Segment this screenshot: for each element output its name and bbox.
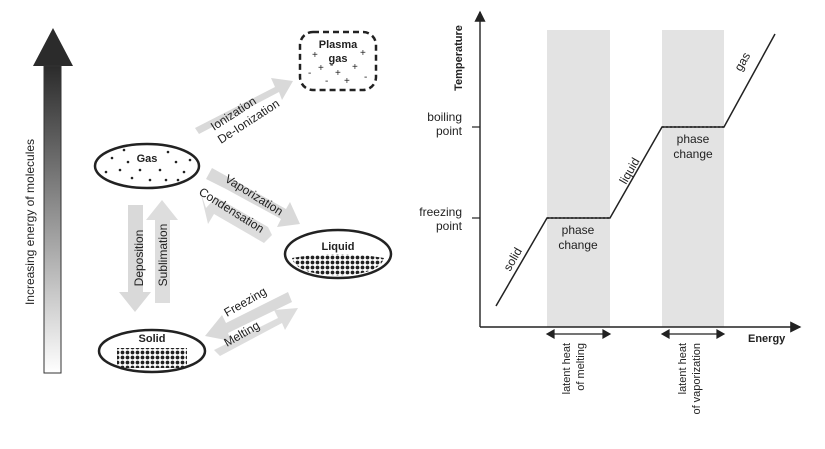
liquid-segment-label: liquid [616, 155, 642, 186]
latent-heat-melting-2: of melting [575, 343, 587, 391]
x-axis-title: Energy [748, 333, 786, 345]
shaded-band-melting [547, 30, 610, 327]
freezing-point-label-1: freezing [419, 205, 462, 219]
heating-curve-chart: Temperature Energy freezing point boilin… [419, 10, 802, 415]
ionization-arrows [195, 78, 293, 134]
y-axis-title: Temperature [453, 25, 465, 91]
plasma-state: Plasma gas + + + + + + - - - - [298, 30, 378, 92]
shaded-band-vaporization [662, 30, 724, 327]
plasma-label: Plasma [319, 39, 358, 51]
svg-text:+: + [344, 76, 350, 87]
gas-state: Gas [93, 142, 201, 190]
latent-heat-melting-1: latent heat [561, 343, 573, 394]
svg-text:-: - [308, 68, 311, 79]
svg-text:+: + [335, 68, 341, 79]
latent-heat-vaporization-1: latent heat [677, 343, 689, 394]
energy-axis-label: Increasing energy of molecules [23, 139, 37, 305]
latent-heat-vaporization-2: of vaporization [691, 343, 703, 415]
svg-text:+: + [318, 63, 324, 74]
svg-text:+: + [312, 50, 318, 61]
melting-bracket [545, 328, 612, 340]
svg-text:-: - [330, 60, 333, 71]
deposition-arrows [119, 200, 178, 312]
energy-gradient-arrow [33, 28, 73, 374]
vaporization-bracket [660, 328, 726, 340]
svg-text:+: + [360, 48, 366, 59]
freezing-point-label-2: point [436, 219, 463, 233]
vaporization-arrows [200, 168, 300, 243]
sublimation-label: Sublimation [156, 224, 170, 287]
boiling-point-label-2: point [436, 124, 463, 138]
states-of-matter-diagram: Increasing energy of molecules Plasma ga… [23, 28, 393, 374]
solid-state: Solid [97, 328, 207, 374]
gas-label: Gas [137, 153, 158, 165]
plasma-gas-label: gas [329, 53, 348, 65]
liquid-state: Liquid [283, 228, 393, 280]
boiling-point-label-1: boiling [427, 110, 462, 124]
gas-segment-label: gas [731, 50, 753, 74]
deposition-label: Deposition [132, 230, 146, 287]
phase-change-2-line1: phase [677, 132, 710, 146]
freezing-arrows [205, 292, 298, 356]
phase-change-1-line2: change [558, 238, 598, 252]
svg-text:-: - [325, 76, 328, 87]
solid-segment-label: solid [500, 245, 524, 273]
phase-change-2-line2: change [673, 147, 713, 161]
svg-text:-: - [364, 72, 367, 83]
solid-label: Solid [139, 333, 166, 345]
liquid-label: Liquid [322, 241, 355, 253]
heating-curve [495, 33, 776, 307]
svg-text:+: + [352, 62, 358, 73]
phase-change-1-line1: phase [562, 223, 595, 237]
